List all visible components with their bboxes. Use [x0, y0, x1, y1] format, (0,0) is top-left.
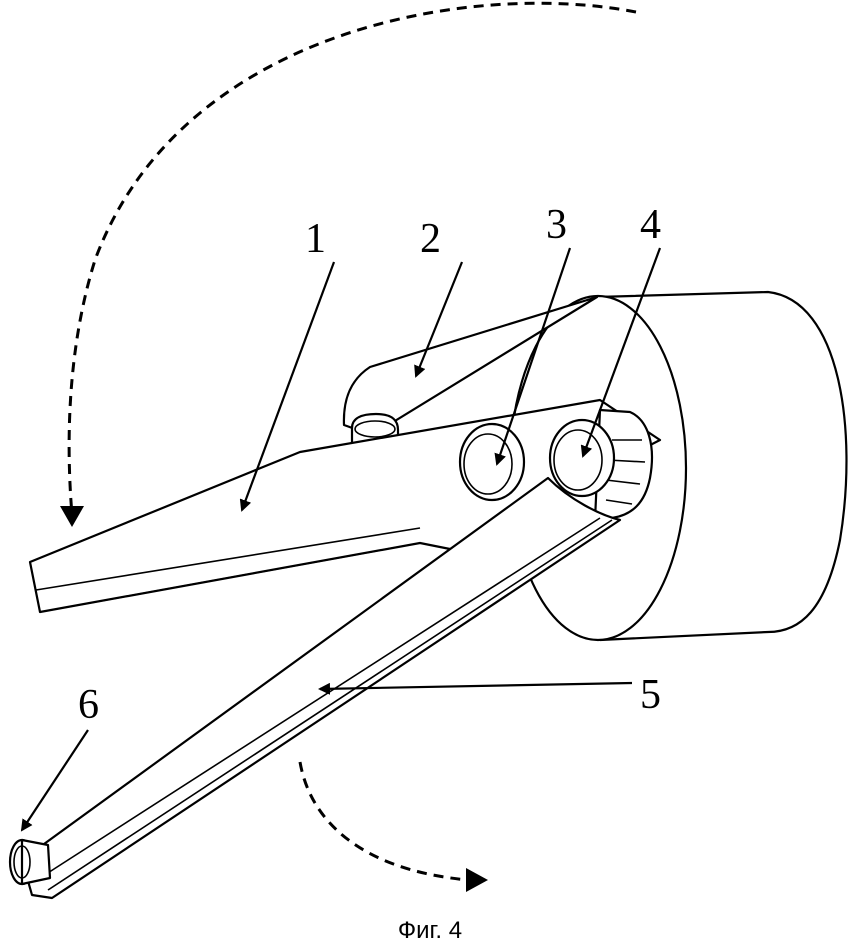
rotation-arc-small-arrowhead	[466, 868, 488, 892]
end-pin	[8, 838, 52, 886]
leader-line-4	[580, 247, 662, 458]
callout-6: 6	[78, 682, 99, 728]
callout-5: 5	[640, 672, 661, 718]
leader-line-3	[494, 247, 572, 466]
callout-2: 2	[420, 216, 441, 262]
rotation-arc-large-arrowhead	[60, 506, 84, 527]
leader-line-2	[414, 261, 464, 378]
callout-4: 4	[640, 202, 661, 248]
callout-1: 1	[305, 216, 326, 262]
pin-3	[458, 422, 526, 502]
rotation-arc-small	[298, 761, 469, 882]
leader-line-5	[318, 681, 633, 695]
leader-line-6	[20, 729, 89, 832]
figure-caption: Фиг. 4	[398, 917, 462, 944]
callout-3: 3	[546, 202, 567, 248]
leader-line-1	[239, 261, 336, 512]
pin-4	[548, 418, 616, 498]
